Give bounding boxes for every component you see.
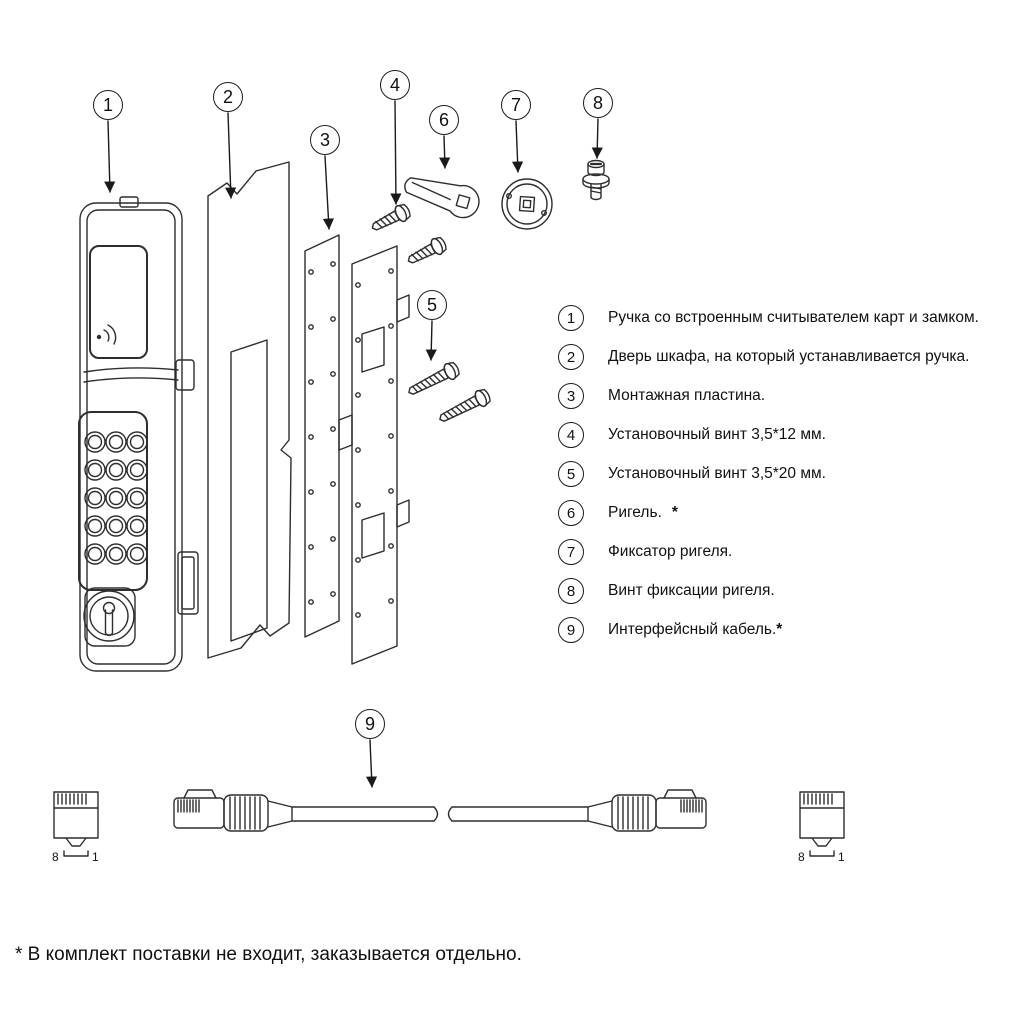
legend-label-8: Винт фиксации ригеля. — [608, 582, 775, 600]
pinout-right-drawing: 8 1 — [798, 791, 845, 864]
legend-label-9: Интерфейсный кабель.* — [608, 621, 782, 639]
callout-badge-8: 8 — [583, 88, 613, 118]
callout-badge-1: 1 — [93, 90, 123, 120]
pinout-right-pin8-label: 8 — [798, 850, 805, 864]
legend-label-5: Установочный винт 3,5*20 мм. — [608, 465, 826, 483]
pinout-left-pin1-label: 1 — [92, 850, 99, 864]
legend-text-1: Ручка со встроенным считывателем карт и … — [608, 309, 979, 326]
legend-item-6: 6 Ригель. * — [558, 500, 1008, 526]
callout-badge-9: 9 — [355, 709, 385, 739]
pinout-left-pin8-label: 8 — [52, 850, 59, 864]
legend-text-8: Винт фиксации ригеля. — [608, 582, 775, 599]
bolt-screw-drawing — [582, 159, 610, 201]
mounting-plate-drawing — [304, 234, 410, 665]
legend-label-3: Монтажная пластина. — [608, 387, 765, 405]
legend-number-8: 8 — [558, 578, 584, 604]
legend-number-3: 3 — [558, 383, 584, 409]
keypad-buttons — [84, 431, 148, 565]
bolt-retainer-drawing — [501, 178, 553, 230]
pinout-right-pin1-label: 1 — [838, 850, 845, 864]
parts-legend: 1 Ручка со встроенным считывателем карт … — [558, 305, 1008, 643]
legend-item-5: 5 Установочный винт 3,5*20 мм. — [558, 461, 1008, 487]
legend-number-6: 6 — [558, 500, 584, 526]
legend-text-2: Дверь шкафа, на который устанавливается … — [608, 348, 970, 365]
callout-badge-7: 7 — [501, 90, 531, 120]
callout-badge-6: 6 — [429, 105, 459, 135]
legend-label-4: Установочный винт 3,5*12 мм. — [608, 426, 826, 444]
legend-asterisk-9: * — [776, 621, 783, 638]
legend-text-4: Установочный винт 3,5*12 мм. — [608, 426, 826, 443]
plate-holes — [308, 261, 394, 618]
legend-text-6: Ригель. — [608, 504, 662, 521]
legend-text-5: Установочный винт 3,5*20 мм. — [608, 465, 826, 482]
door-panel-drawing — [207, 161, 292, 659]
screws-20mm-drawing — [404, 359, 494, 428]
legend-number-7: 7 — [558, 539, 584, 565]
footnote: * В комплект поставки не входит, заказыв… — [15, 944, 522, 965]
legend-item-8: 8 Винт фиксации ригеля. — [558, 578, 1008, 604]
callout-badge-5: 5 — [417, 290, 447, 320]
legend-item-2: 2 Дверь шкафа, на который устанавливаетс… — [558, 344, 1008, 370]
legend-label-6: Ригель. * — [608, 504, 678, 522]
legend-number-5: 5 — [558, 461, 584, 487]
legend-text-9: Интерфейсный кабель. — [608, 621, 777, 638]
cable-drawing — [173, 789, 707, 832]
legend-number-4: 4 — [558, 422, 584, 448]
legend-label-2: Дверь шкафа, на который устанавливается … — [608, 348, 969, 366]
legend-label-1: Ручка со встроенным считывателем карт и … — [608, 309, 979, 327]
callout-badge-4: 4 — [380, 70, 410, 100]
legend-item-4: 4 Установочный винт 3,5*12 мм. — [558, 422, 1008, 448]
callout-badge-3: 3 — [310, 125, 340, 155]
handle-drawing — [78, 196, 199, 672]
legend-item-9: 9 Интерфейсный кабель.* — [558, 617, 1008, 643]
legend-item-7: 7 Фиксатор ригеля. — [558, 539, 1008, 565]
bolt-drawing — [404, 177, 480, 219]
callout-badge-2: 2 — [213, 82, 243, 112]
screws-12mm-drawing — [367, 201, 450, 270]
legend-number-1: 1 — [558, 305, 584, 331]
legend-number-2: 2 — [558, 344, 584, 370]
callout-arrows — [104, 100, 603, 788]
legend-number-9: 9 — [558, 617, 584, 643]
pinout-left-drawing: 8 1 — [52, 791, 99, 864]
legend-asterisk-6: * — [671, 504, 678, 521]
legend-text-7: Фиксатор ригеля. — [608, 543, 733, 560]
legend-item-3: 3 Монтажная пластина. — [558, 383, 1008, 409]
legend-text-3: Монтажная пластина. — [608, 387, 766, 404]
legend-label-7: Фиксатор ригеля. — [608, 543, 732, 561]
legend-item-1: 1 Ручка со встроенным считывателем карт … — [558, 305, 1008, 331]
